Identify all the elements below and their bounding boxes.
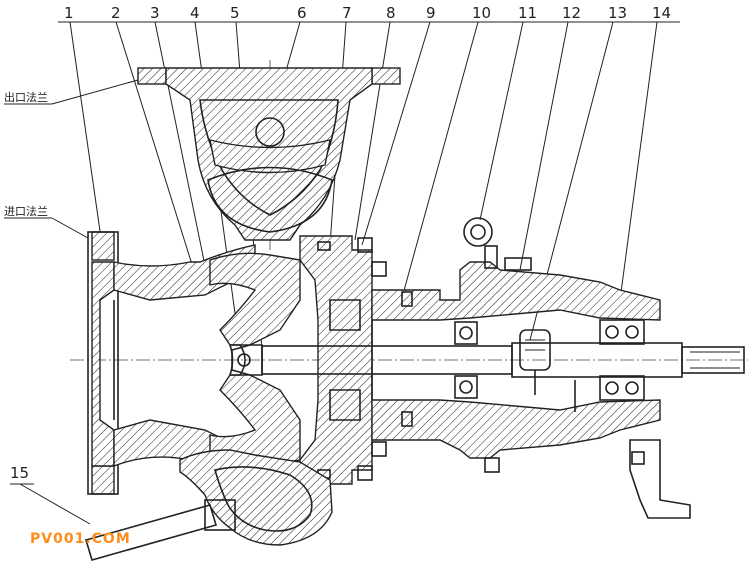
inlet-flange bbox=[87, 231, 119, 495]
inlet-flange-label: 进口法兰 bbox=[4, 204, 48, 218]
outlet-flange-label: 出口法兰 bbox=[4, 90, 48, 104]
impeller bbox=[209, 252, 301, 468]
part-number-8: 8 bbox=[386, 4, 396, 22]
part-number-11: 11 bbox=[518, 4, 537, 22]
frame-support bbox=[484, 439, 691, 519]
cover-bolts bbox=[357, 237, 413, 481]
part-number-7: 7 bbox=[342, 4, 352, 22]
part-number-4: 4 bbox=[190, 4, 200, 22]
part-number-3: 3 bbox=[150, 4, 160, 22]
oil-gauge bbox=[519, 329, 576, 412]
lower-volute bbox=[179, 449, 333, 546]
drain-pipe bbox=[85, 499, 236, 561]
part-number-2: 2 bbox=[111, 4, 121, 22]
bearing-frame bbox=[371, 217, 661, 459]
part-number-13: 13 bbox=[608, 4, 627, 22]
impeller-nut bbox=[231, 344, 263, 376]
watermark: PV001.COM bbox=[30, 531, 131, 547]
outlet-volute bbox=[137, 67, 401, 241]
part-number-10: 10 bbox=[472, 4, 491, 22]
part-number-1: 1 bbox=[64, 4, 74, 22]
part-number-9: 9 bbox=[426, 4, 436, 22]
pump-shaft bbox=[261, 342, 745, 378]
part-number-14: 14 bbox=[652, 4, 671, 22]
part-number-15: 15 bbox=[10, 464, 29, 482]
part-number-5: 5 bbox=[230, 4, 240, 22]
bearings bbox=[454, 319, 645, 401]
part-number-6: 6 bbox=[297, 4, 307, 22]
pump-cover bbox=[299, 235, 373, 485]
part-number-12: 12 bbox=[562, 4, 581, 22]
